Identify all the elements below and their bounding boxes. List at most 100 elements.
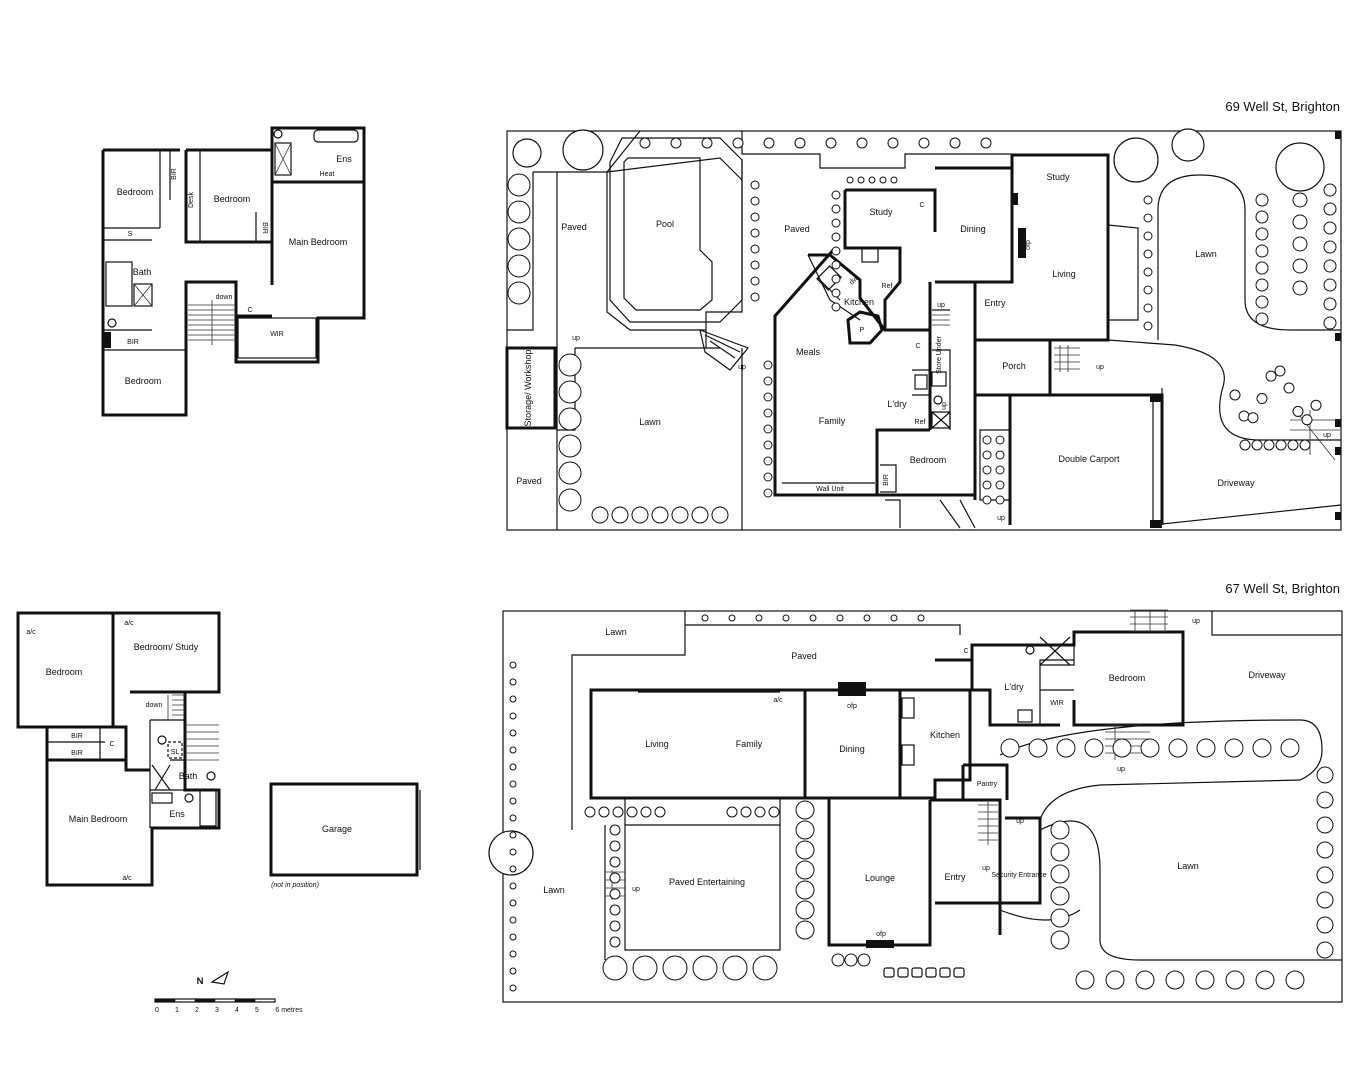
tree-icon (1316, 866, 1334, 884)
tree-icon (1165, 970, 1185, 990)
tree-icon (879, 176, 887, 184)
tree-icon (509, 984, 517, 992)
label-lawn: Lawn (605, 627, 627, 637)
label-c: C (919, 202, 924, 209)
tree-icon (1255, 295, 1269, 309)
label-up: up (632, 886, 640, 893)
tree-icon (726, 806, 738, 818)
tree-icon (782, 614, 790, 622)
tree-icon (558, 461, 582, 485)
label-garage: Garage (322, 824, 352, 834)
label-ofp: ofp (847, 703, 857, 710)
label-security-entrance: Security Entrance (991, 872, 1046, 879)
tree-icon (692, 955, 718, 981)
tree-icon (509, 763, 517, 771)
label-store-under: Store Under (936, 335, 943, 373)
scale-tick-label: 1 (175, 1007, 179, 1014)
label-c: C (963, 648, 968, 655)
tree-icon (509, 899, 517, 907)
tree-icon (1112, 738, 1132, 758)
label-main-bedroom: Main Bedroom (289, 237, 348, 247)
label-paved: Paved (784, 224, 810, 234)
tree-icon (1251, 439, 1263, 451)
tree-icon (809, 614, 817, 622)
label-ac: a/c (122, 875, 132, 882)
tree-icon (982, 480, 992, 490)
tree-icon (639, 137, 651, 149)
tree-icon (831, 288, 841, 298)
label-p: P (860, 327, 865, 334)
label-dining: Dining (960, 224, 986, 234)
label-living: Living (645, 739, 669, 749)
tree-icon (750, 180, 760, 190)
tree-icon (1323, 183, 1337, 197)
tree-icon (831, 260, 841, 270)
tree-icon (507, 281, 531, 305)
tree-icon (1113, 137, 1159, 183)
tree-icon (509, 916, 517, 924)
tree-icon (857, 953, 871, 967)
stepping-stone (925, 967, 937, 978)
tree-icon (1028, 738, 1048, 758)
label-up: up (1016, 818, 1024, 825)
tree-icon (1239, 439, 1251, 451)
label-up: up (572, 335, 580, 342)
stepping-stone (897, 967, 909, 978)
tree-icon (982, 435, 992, 445)
tree-icon (1196, 738, 1216, 758)
tree-icon (1224, 738, 1244, 758)
tree-icon (844, 953, 858, 967)
tree-icon (1316, 916, 1334, 934)
tree-icon (763, 488, 773, 498)
tree-icon (509, 746, 517, 754)
tree-icon (1255, 278, 1269, 292)
tree-icon (754, 806, 766, 818)
tree-icon (980, 137, 992, 149)
tree-icon (509, 865, 517, 873)
label-bedroom: Bedroom (46, 667, 83, 677)
tree-icon (1255, 227, 1269, 241)
label-bir: BIR (127, 339, 139, 346)
tree-icon (1050, 842, 1070, 862)
label-ref: Ref (915, 419, 926, 426)
label-c: C (915, 343, 920, 350)
tree-icon (1280, 738, 1300, 758)
tree-icon (795, 820, 815, 840)
label-ac: a/c (773, 697, 783, 704)
tree-icon (995, 450, 1005, 460)
label-paved-entertaining: Paved Entertaining (669, 877, 745, 887)
tree-icon (763, 376, 773, 386)
label-laundry: L'dry (887, 399, 907, 409)
tree-icon (1255, 210, 1269, 224)
tree-icon (1265, 370, 1277, 382)
tree-icon (591, 506, 609, 524)
tree-icon (995, 465, 1005, 475)
tree-icon (509, 695, 517, 703)
label-driveway: Driveway (1217, 478, 1255, 488)
tree-icon (558, 353, 582, 377)
label-wall-unit: Wall Unit (816, 486, 844, 493)
tree-icon (750, 228, 760, 238)
tree-icon (711, 506, 729, 524)
tree-icon (1255, 193, 1269, 207)
tree-icon (1056, 738, 1076, 758)
scale-tick-label: 4 (235, 1007, 239, 1014)
tree-icon (1252, 738, 1272, 758)
label-pantry: Pantry (977, 781, 998, 788)
tree-icon (1323, 202, 1337, 216)
tree-icon (509, 848, 517, 856)
label-up: up (1117, 766, 1125, 773)
label-ofp: ofp (1025, 240, 1032, 250)
label-up: up (937, 302, 945, 309)
tree-icon (1292, 214, 1308, 230)
tree-icon (1316, 891, 1334, 909)
label-wir: WIR (1050, 700, 1064, 707)
tree-icon (863, 614, 871, 622)
label-entry: Entry (984, 298, 1006, 308)
tree-icon (1075, 970, 1095, 990)
tree-icon (509, 797, 517, 805)
tree-icon (795, 840, 815, 860)
tree-icon (558, 407, 582, 431)
tree-icon (763, 137, 775, 149)
